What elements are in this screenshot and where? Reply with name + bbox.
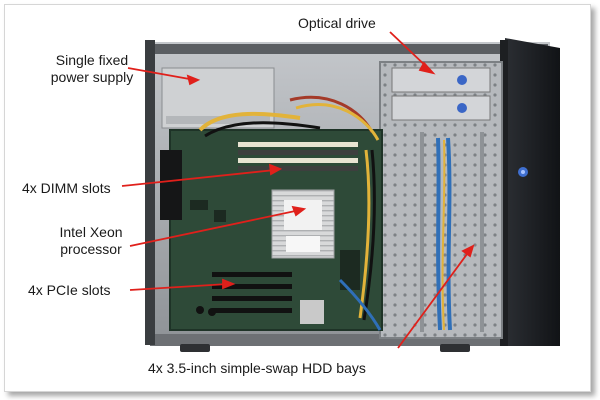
drive-cage <box>379 61 503 339</box>
label-hdd-bays: 4x 3.5-inch simple-swap HDD bays <box>148 360 366 376</box>
label-processor: Intel Xeon processor <box>59 224 123 257</box>
label-dimm-slots: 4x DIMM slots <box>22 180 111 196</box>
label-pcie-slots: 4x PCIe slots <box>28 282 111 298</box>
arrow-pcie-slots <box>129 283 229 291</box>
callout-arrows <box>121 31 475 349</box>
arrow-hdd-bays <box>397 249 471 349</box>
arrowhead-pcie-slots <box>222 278 236 290</box>
dimm-slots <box>238 142 358 171</box>
label-power-supply: Single fixed power supply <box>50 52 134 85</box>
processor-heatsink <box>271 189 335 259</box>
arrowhead-dimm-slots <box>268 163 283 176</box>
arrow-dimm-slots <box>121 169 276 187</box>
arrowhead-power-supply <box>186 74 201 86</box>
arrowhead-processor <box>291 205 307 217</box>
cabling <box>198 95 382 331</box>
arrowhead-optical-drive <box>418 61 436 75</box>
arrowhead-hdd-bays <box>461 244 475 258</box>
label-optical-drive: Optical drive <box>298 15 376 31</box>
pcie-slots <box>212 272 292 313</box>
arrow-power-supply <box>127 67 196 81</box>
system-fan <box>160 150 182 220</box>
front-bezel <box>500 38 560 346</box>
arrow-processor <box>129 209 301 247</box>
